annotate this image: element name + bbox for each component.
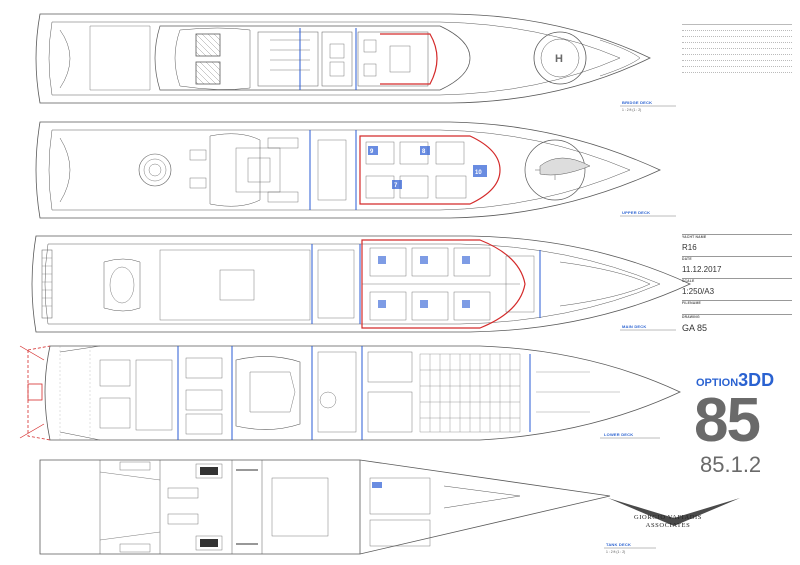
title-field-filename: FILENAME xyxy=(682,300,792,309)
date-value: 11.12.2017 xyxy=(682,265,722,274)
upper-deck-hull-outline xyxy=(35,121,661,219)
deck-scale-note-4: 1 : 2 ft (1 : 2) xyxy=(606,550,625,554)
title-block: YACHT NAME R16 DATE 11.12.2017 SCALE 1:2… xyxy=(682,24,792,333)
drawing-value: GA 85 xyxy=(682,323,708,333)
firm-name-line1: GIORGIO VAFIADIS xyxy=(633,514,703,521)
title-field-label: DRAWING xyxy=(682,315,700,319)
deck-label-3: LOWER DECK xyxy=(604,432,633,437)
option-label: OPTION3DD xyxy=(696,370,774,391)
firm-logo-mark xyxy=(608,498,740,526)
firm-name: GIORGIO VAFIADIS ASSOCIATES xyxy=(618,514,718,530)
lower-deck-plan xyxy=(19,345,681,441)
lower-deck-hull-outline xyxy=(44,345,681,441)
deck-label-1: UPPER DECK xyxy=(622,210,650,215)
title-field-label: YACHT NAME xyxy=(682,235,707,239)
deck-label-2: MAIN DECK xyxy=(622,324,646,329)
option-word: OPTION xyxy=(696,377,739,389)
cabin-number-0: 9 xyxy=(370,149,374,155)
upper-deck-plan xyxy=(35,121,661,219)
scale-value: 1:250/A3 xyxy=(682,287,715,296)
yacht-name-value: R16 xyxy=(682,243,697,252)
cabin-number-3: 10 xyxy=(475,170,482,176)
title-field-drawing: DRAWING GA 85 xyxy=(682,314,792,333)
deck-label-0: BRIDGE DECK xyxy=(622,100,652,105)
main-deck-plan xyxy=(31,235,691,333)
bridge-deck-plan: H xyxy=(35,13,651,104)
cabin-number-2: 7 xyxy=(394,183,398,189)
main-deck-hull-outline xyxy=(31,235,691,333)
title-field-yacht-name: YACHT NAME R16 xyxy=(682,234,792,252)
cabin-number-1: 8 xyxy=(422,149,426,155)
title-field-scale: SCALE 1:250/A3 xyxy=(682,278,792,296)
title-block-notes xyxy=(682,24,792,94)
project-number: 85 xyxy=(694,386,761,455)
title-field-date: DATE 11.12.2017 xyxy=(682,256,792,274)
option-code: 3DD xyxy=(738,370,775,390)
title-field-label: SCALE xyxy=(682,279,695,283)
sub-number: 85.1.2 xyxy=(700,452,762,477)
bridge-deck-hull-outline xyxy=(35,13,651,104)
firm-name-line2: ASSOCIATES xyxy=(645,522,691,529)
tank-deck-plan xyxy=(39,459,611,555)
deck-scale-note-0: 1 : 2 ft (1 : 2) xyxy=(622,108,641,112)
title-field-label: DATE xyxy=(682,257,692,261)
tank-deck-hull-outline xyxy=(39,459,611,555)
title-field-label: FILENAME xyxy=(682,301,701,305)
deck-label-4: TANK DECK xyxy=(606,542,631,547)
svg-text:H: H xyxy=(555,53,563,65)
